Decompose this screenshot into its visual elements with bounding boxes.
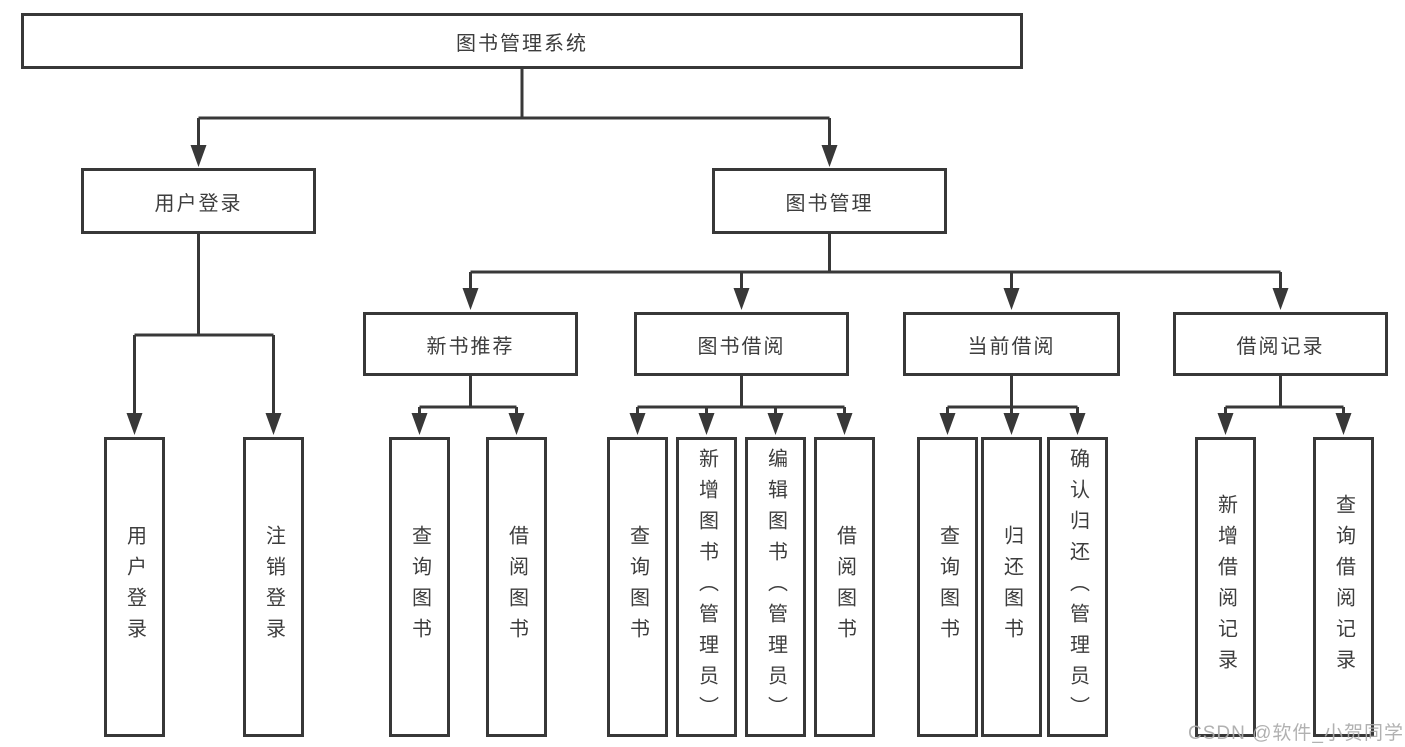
leaf-user-login: 用户登录	[104, 437, 165, 737]
leaf-query-books-borrowing: 查询图书	[607, 437, 668, 737]
leaf-add-borrow-record: 新增借阅记录	[1195, 437, 1256, 737]
leaf-confirm-return-admin: 确认归还（管理员）	[1047, 437, 1108, 737]
node-root: 图书管理系统	[21, 13, 1023, 69]
leaf-edit-books-admin: 编辑图书（管理员）	[745, 437, 806, 737]
connector-user-login-to-children	[126, 234, 282, 435]
connector-borrowing-records-to-children	[1217, 376, 1352, 435]
leaf-borrow-books-newbook: 借阅图书	[486, 437, 547, 737]
watermark-csdn: CSDN @软件_小贺同学	[1188, 723, 1404, 744]
leaf-query-books-current: 查询图书	[917, 437, 978, 737]
connector-new-book-to-children	[411, 376, 525, 435]
connector-root-to-children	[190, 69, 838, 167]
connector-current-borrowing-to-children	[939, 376, 1086, 435]
leaf-query-borrow-record: 查询借阅记录	[1313, 437, 1374, 737]
node-new-book-recommend: 新书推荐	[363, 312, 578, 376]
connector-book-borrowing-to-children	[629, 376, 853, 435]
leaf-query-books-newbook: 查询图书	[389, 437, 450, 737]
node-borrowing-records: 借阅记录	[1173, 312, 1388, 376]
node-current-borrowing: 当前借阅	[903, 312, 1120, 376]
node-book-management: 图书管理	[712, 168, 947, 234]
connector-book-management-to-children	[462, 234, 1289, 310]
leaf-add-books-admin: 新增图书（管理员）	[676, 437, 737, 737]
node-book-borrowing: 图书借阅	[634, 312, 849, 376]
leaf-borrow-books-borrowing: 借阅图书	[814, 437, 875, 737]
leaf-logout-login: 注销登录	[243, 437, 304, 737]
node-user-login: 用户登录	[81, 168, 316, 234]
leaf-return-books: 归还图书	[981, 437, 1042, 737]
